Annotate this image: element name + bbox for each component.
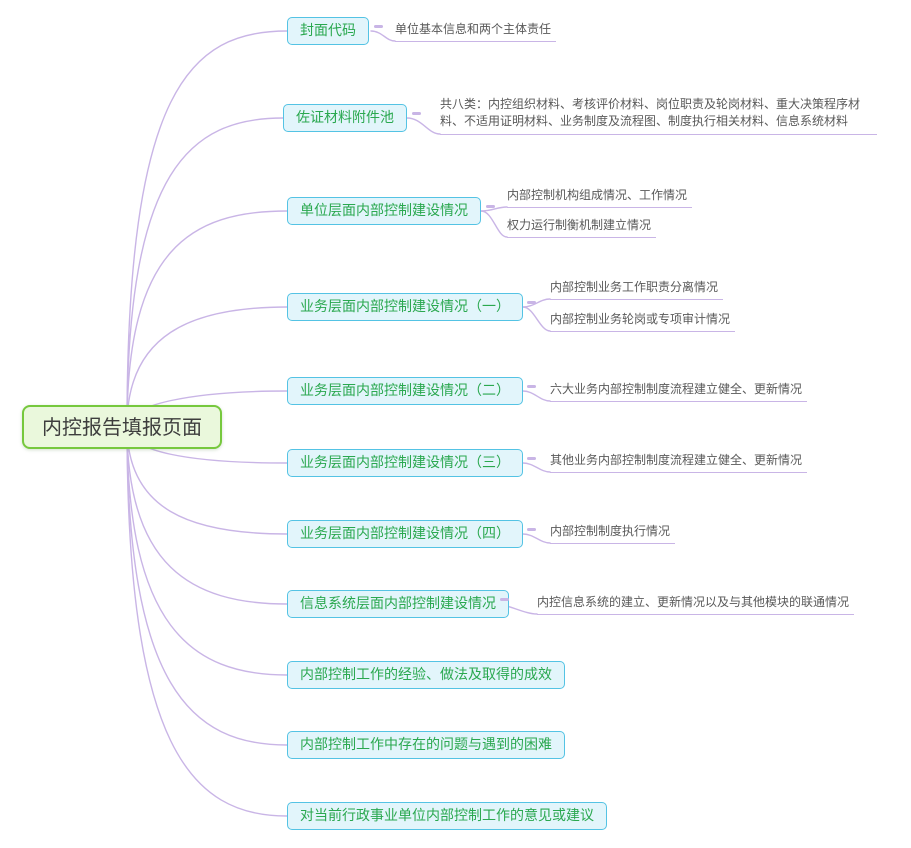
collapse-handle[interactable] — [412, 112, 421, 115]
branch-business-level-3[interactable]: 业务层面内部控制建设情况（三） — [287, 449, 523, 477]
leaf-business1-duty-separation[interactable]: 内部控制业务工作职责分离情况 — [550, 279, 724, 300]
branch-info-system-level[interactable]: 信息系统层面内部控制建设情况 — [287, 590, 509, 618]
collapse-handle[interactable] — [527, 385, 536, 388]
branch-business-level-1[interactable]: 业务层面内部控制建设情况（一） — [287, 293, 523, 321]
collapse-handle[interactable] — [500, 598, 509, 601]
branch-cover-code[interactable]: 封面代码 — [287, 17, 369, 45]
root-branch-connector — [126, 425, 288, 817]
root-branch-connector — [126, 425, 288, 676]
root-branch-connector — [126, 425, 288, 605]
branch-leaf-connector — [522, 462, 551, 473]
leaf-evidence-categories[interactable]: 共八类：内控组织材料、考核评价材料、岗位职责及轮岗材料、重大决策程序材料、不适用… — [440, 96, 877, 135]
branch-leaf-connector — [406, 117, 441, 135]
root-branch-connector — [126, 117, 284, 427]
root-branch-connector — [126, 425, 288, 746]
branch-leaf-connector — [522, 533, 551, 544]
branch-business-level-4[interactable]: 业务层面内部控制建设情况（四） — [287, 520, 523, 548]
leaf-unit-level-org[interactable]: 内部控制机构组成情况、工作情况 — [507, 187, 693, 208]
branch-unit-level[interactable]: 单位层面内部控制建设情况 — [287, 197, 481, 225]
collapse-handle[interactable] — [486, 205, 495, 208]
branch-leaf-connector — [480, 210, 508, 238]
branch-problems-difficulties[interactable]: 内部控制工作中存在的问题与遇到的困难 — [287, 731, 565, 759]
collapse-handle[interactable] — [527, 528, 536, 531]
root-branch-connector — [126, 30, 288, 427]
leaf-cover-code-note[interactable]: 单位基本信息和两个主体责任 — [395, 21, 557, 42]
leaf-business2-six-major[interactable]: 六大业务内部控制制度流程建立健全、更新情况 — [550, 381, 808, 402]
leaf-business3-other[interactable]: 其他业务内部控制制度流程建立健全、更新情况 — [550, 452, 808, 473]
leaf-info-system-note[interactable]: 内控信息系统的建立、更新情况以及与其他模块的联通情况 — [537, 594, 855, 615]
leaf-unit-level-power-balance[interactable]: 权力运行制衡机制建立情况 — [507, 217, 657, 238]
root-branch-connector — [126, 425, 288, 535]
branch-leaf-connector — [522, 306, 551, 332]
branch-evidence-attachments[interactable]: 佐证材料附件池 — [283, 104, 407, 132]
collapse-handle[interactable] — [374, 25, 383, 28]
branch-opinions-suggestions[interactable]: 对当前行政事业单位内部控制工作的意见或建议 — [287, 802, 607, 830]
branch-business-level-2[interactable]: 业务层面内部控制建设情况（二） — [287, 377, 523, 405]
root-branch-connector — [126, 306, 288, 427]
leaf-business1-rotation-audit[interactable]: 内部控制业务轮岗或专项审计情况 — [550, 311, 736, 332]
collapse-handle[interactable] — [527, 301, 536, 304]
leaf-business4-execution[interactable]: 内部控制制度执行情况 — [550, 523, 676, 544]
branch-experience-achievements[interactable]: 内部控制工作的经验、做法及取得的成效 — [287, 661, 565, 689]
root-branch-connector — [126, 210, 288, 427]
collapse-handle[interactable] — [527, 457, 536, 460]
root-node[interactable]: 内控报告填报页面 — [22, 405, 222, 449]
branch-leaf-connector — [522, 390, 551, 402]
branch-leaf-connector — [370, 30, 396, 42]
